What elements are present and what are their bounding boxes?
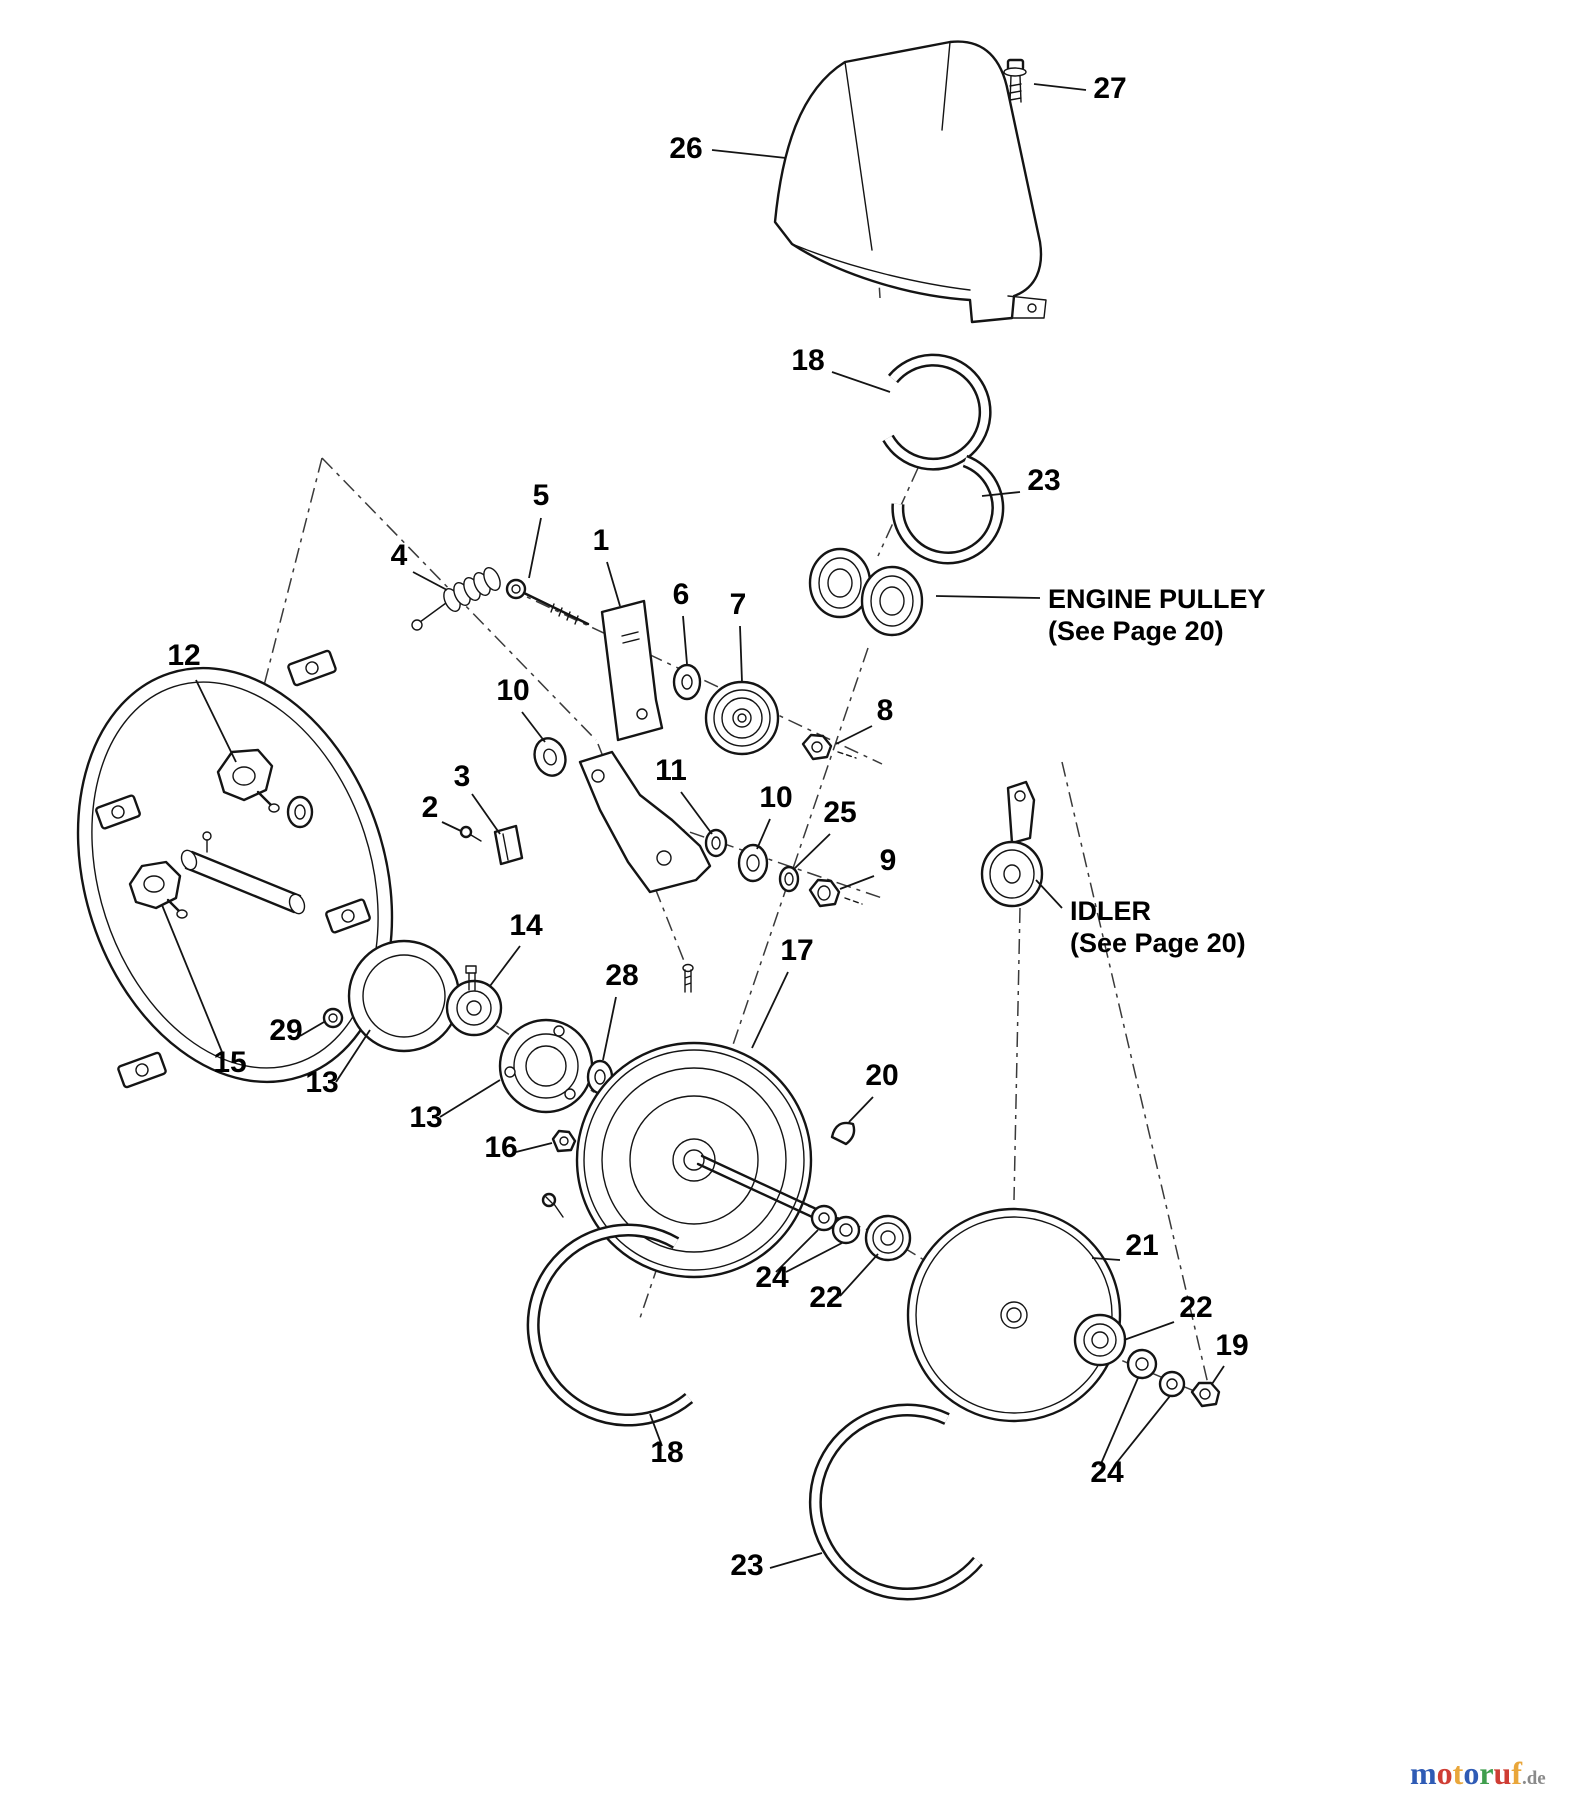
engine-pulley-label: ENGINE PULLEY <box>1048 584 1266 614</box>
callout-28: 28 <box>605 959 638 992</box>
callout-22b: 22 <box>1179 1291 1212 1324</box>
callout-4: 4 <box>391 539 408 572</box>
watermark-letter: m <box>1410 1755 1437 1791</box>
watermark-letter: f <box>1511 1755 1522 1791</box>
idler-ref: (See Page 20) <box>1070 928 1246 958</box>
idler-label: IDLER <box>1070 896 1151 926</box>
frame-tab <box>95 794 141 830</box>
engine-pulley-ref: (See Page 20) <box>1048 616 1224 646</box>
axle-shaft <box>180 849 306 915</box>
hub-12 <box>216 748 280 813</box>
cover-bolt <box>1003 58 1027 103</box>
callout-25: 25 <box>823 796 856 829</box>
watermark-letter: u <box>1494 1755 1512 1791</box>
washer-29 <box>322 1007 344 1029</box>
retaining-ring-13a <box>347 939 461 1053</box>
callout-8: 8 <box>877 694 894 727</box>
callout-17: 17 <box>780 934 813 967</box>
watermark-suffix: .de <box>1522 1768 1546 1789</box>
callout-9: 9 <box>880 844 897 877</box>
watermark: motoruf.de <box>1410 1755 1546 1791</box>
hex-nut-9 <box>808 878 863 908</box>
woodruff-key-20 <box>830 1121 856 1146</box>
callout-13a: 13 <box>305 1066 338 1099</box>
flat-washer-10a <box>533 737 567 777</box>
bearing-22a <box>864 1214 912 1262</box>
idler-assembly <box>980 780 1044 908</box>
callout-21: 21 <box>1125 1229 1158 1262</box>
callout-10a: 10 <box>496 674 529 707</box>
callout-27: 27 <box>1093 72 1126 105</box>
washer-11 <box>704 828 728 858</box>
callout-18-top: 18 <box>791 344 824 377</box>
callout-16: 16 <box>484 1131 517 1164</box>
screw-2 <box>459 825 482 842</box>
callout-13b: 13 <box>409 1101 442 1134</box>
callout-6: 6 <box>673 578 690 611</box>
callout-7: 7 <box>730 588 747 621</box>
eye-bolt <box>505 578 590 626</box>
wheel-frame-plate <box>76 649 394 1089</box>
callout-2: 2 <box>422 791 439 824</box>
drive-band-23-bottom <box>808 1403 983 1601</box>
watermark-letter: r <box>1479 1755 1493 1791</box>
callout-24b: 24 <box>1090 1456 1124 1489</box>
belt-cover <box>773 40 1047 324</box>
callout-19: 19 <box>1215 1329 1248 1362</box>
washer-24b <box>831 1215 861 1245</box>
hub-14 <box>445 965 503 1037</box>
hex-nut-16 <box>551 1129 577 1153</box>
callout-18-bottom: 18 <box>650 1436 683 1469</box>
callout-20: 20 <box>865 1059 898 1092</box>
extension-spring <box>411 567 501 631</box>
callout-5: 5 <box>533 479 550 512</box>
callout-11: 11 <box>655 754 687 787</box>
callout-15: 15 <box>213 1046 246 1079</box>
snap-ring-top-23 <box>891 454 1005 565</box>
watermark-letter: o <box>1437 1755 1453 1791</box>
callout-14: 14 <box>509 909 543 942</box>
frame-tab <box>287 649 337 687</box>
watermark-letter: t <box>1453 1755 1464 1791</box>
frame-tab <box>325 898 371 934</box>
washer-24a <box>810 1204 838 1232</box>
text-annotations: ENGINE PULLEY (See Page 20) IDLER (See P… <box>935 584 1266 958</box>
engine-pulley-set <box>808 547 924 637</box>
washer-10b <box>737 843 769 883</box>
callout-10b: 10 <box>759 781 792 814</box>
flat-washer-6 <box>672 663 702 701</box>
callout-3: 3 <box>454 760 471 793</box>
callout-29: 29 <box>269 1014 302 1047</box>
drive-band-18-bottom <box>526 1223 694 1427</box>
drive-pulley-17 <box>575 1041 813 1279</box>
callout-22a: 22 <box>809 1281 842 1314</box>
watermark-text: motoruf.de <box>1410 1755 1546 1791</box>
friction-disc-21 <box>906 1207 1122 1423</box>
lock-washer-25 <box>778 865 800 893</box>
v-pulley-7 <box>704 680 780 756</box>
callout-26: 26 <box>669 132 702 165</box>
watermark-letter: o <box>1463 1755 1479 1791</box>
callouts: 26 27 18 23 5 4 1 6 7 12 10 8 3 2 11 10 … <box>161 72 1249 1582</box>
washer-24c <box>1126 1348 1158 1380</box>
hex-nut-8 <box>801 733 857 761</box>
clutch-bracket <box>578 599 712 894</box>
frame-tab <box>117 1051 167 1089</box>
callout-23-bottom: 23 <box>730 1549 763 1582</box>
hex-nut-19 <box>1190 1381 1221 1408</box>
set-screw <box>682 963 694 993</box>
hub-15 <box>128 860 188 919</box>
callout-12: 12 <box>167 639 200 672</box>
callout-1: 1 <box>593 524 610 557</box>
snap-ring-top-18 <box>882 353 992 471</box>
callout-24a: 24 <box>755 1261 789 1294</box>
pulley-mount-screw <box>541 1192 564 1218</box>
spacer-clip-3 <box>493 824 524 866</box>
bearing-flange-13b <box>498 1018 594 1114</box>
washer-24d <box>1158 1370 1186 1398</box>
callout-23-top: 23 <box>1027 464 1060 497</box>
bearing-22b <box>1073 1313 1127 1367</box>
